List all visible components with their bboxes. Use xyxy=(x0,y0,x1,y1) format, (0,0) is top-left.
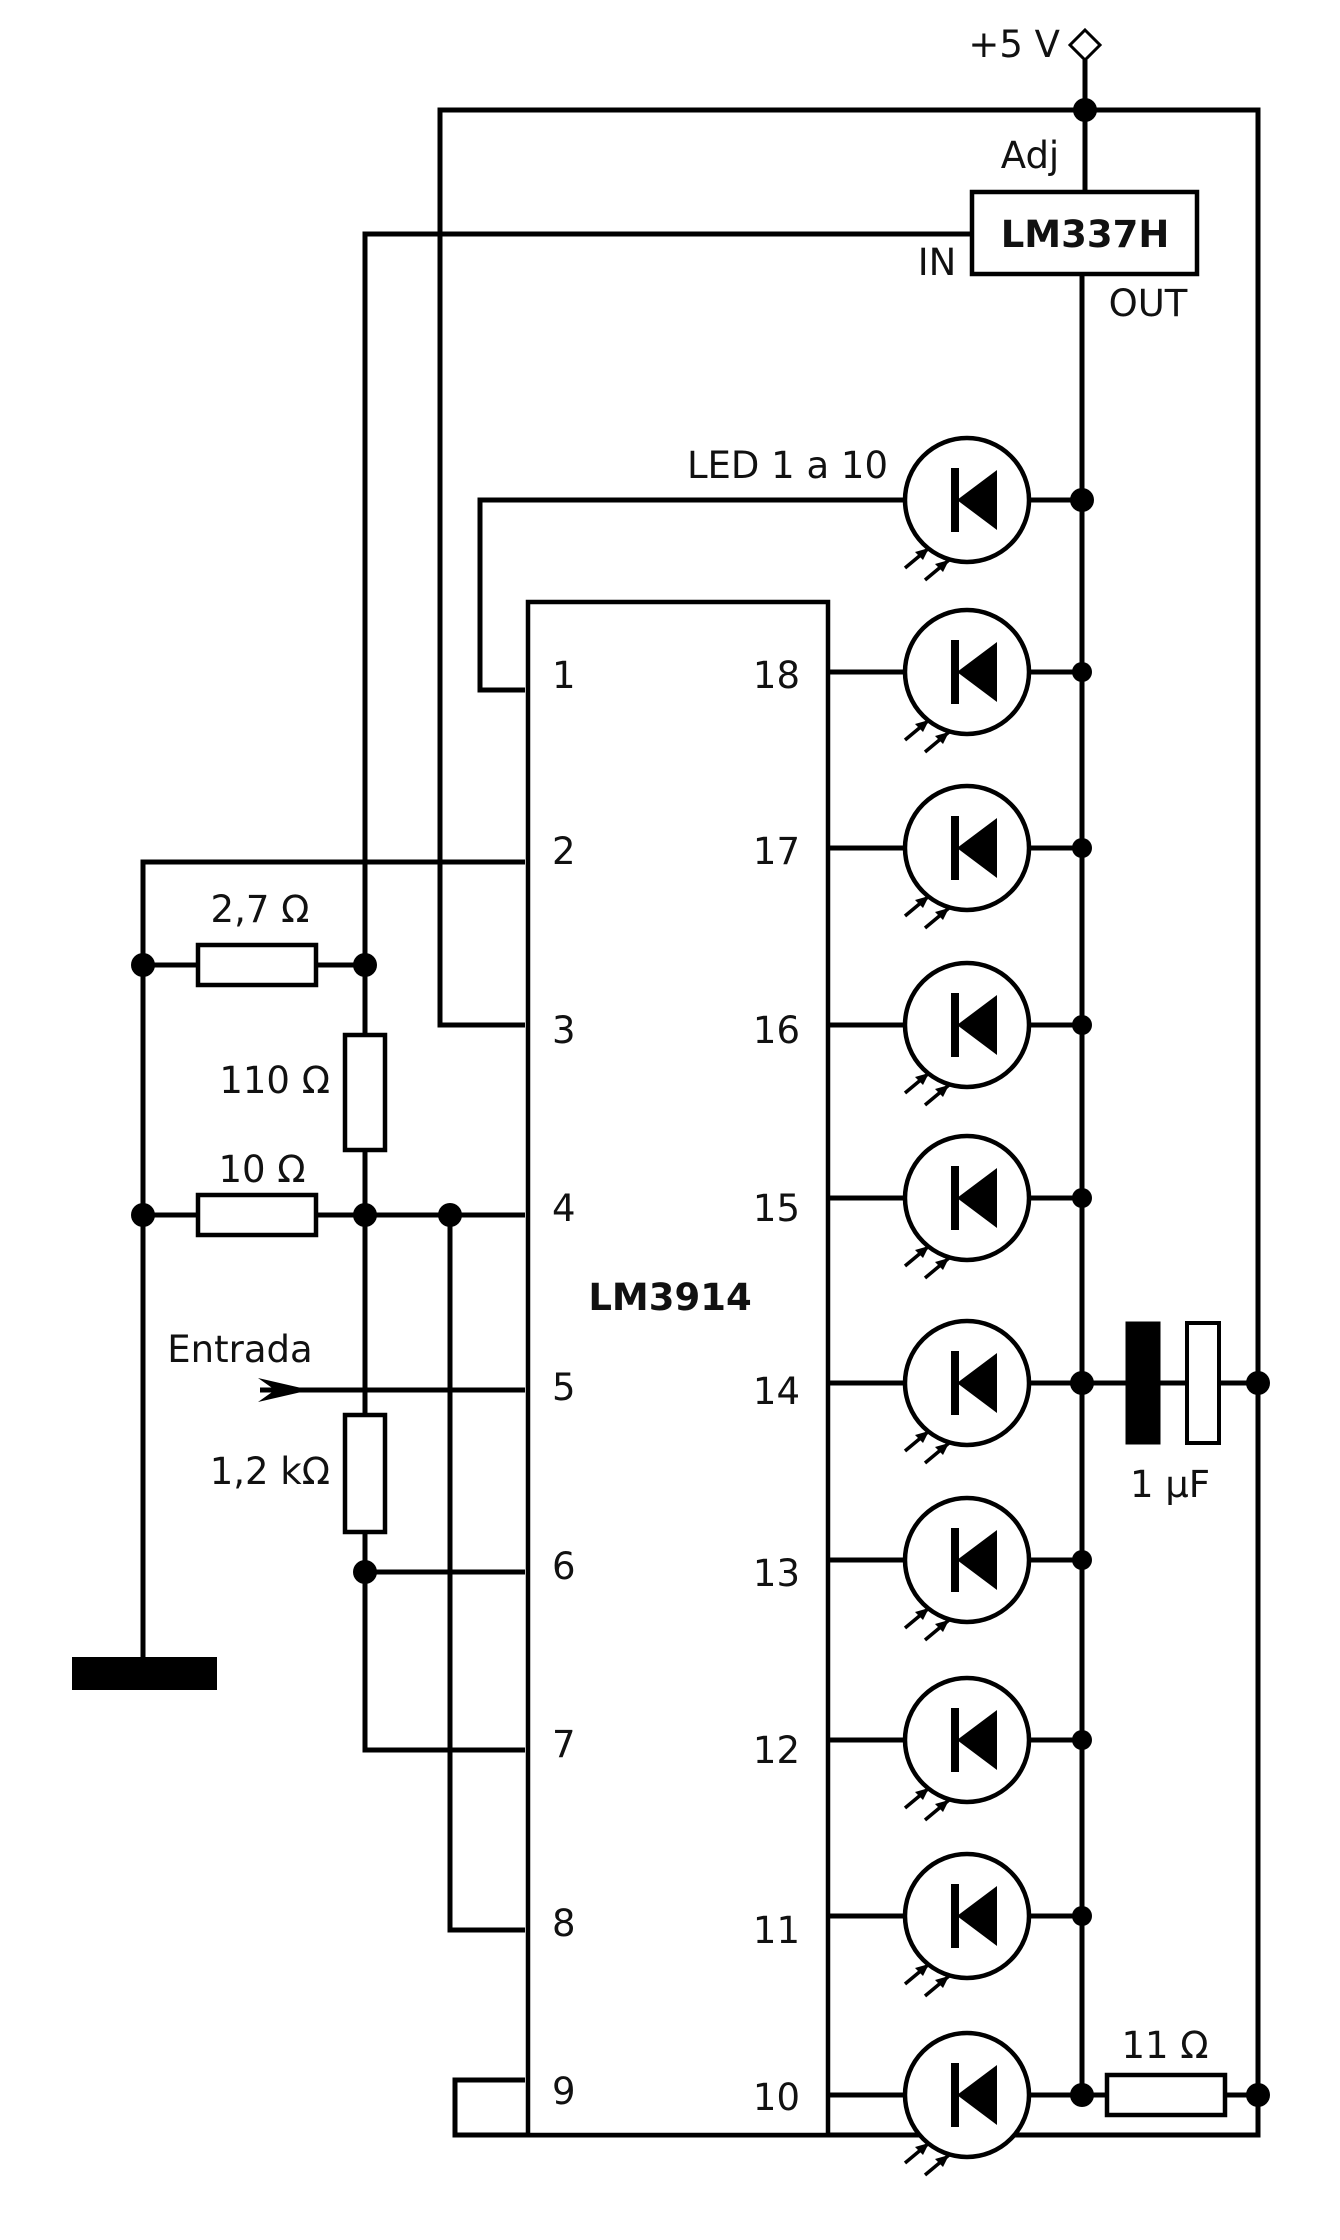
ic-pin-17: 17 xyxy=(753,830,800,873)
resistor-2-7-ohm xyxy=(195,942,319,988)
resistor-11-label: 11 Ω xyxy=(1121,2024,1208,2067)
resistor-1-2k-ohm xyxy=(342,1412,388,1535)
ic-pin-15: 15 xyxy=(753,1187,800,1230)
led-3 xyxy=(905,786,1029,928)
ic-pin-7: 7 xyxy=(552,1723,576,1766)
ic-pin-12: 12 xyxy=(753,1729,800,1772)
led-1 xyxy=(905,438,1029,580)
led-10 xyxy=(905,2033,1029,2175)
ground-symbol xyxy=(72,1657,217,1690)
led-6 xyxy=(905,1321,1029,1463)
regulator-adj-label: Adj xyxy=(1001,134,1059,177)
ic-pin-18: 18 xyxy=(753,654,800,697)
junction-dots xyxy=(131,98,1270,2107)
ic-pin-2: 2 xyxy=(552,830,576,873)
led-2 xyxy=(905,610,1029,752)
ic-pin-13: 13 xyxy=(753,1552,800,1595)
regulator-in-label: IN xyxy=(918,241,957,284)
led-4 xyxy=(905,963,1029,1105)
led-5 xyxy=(905,1136,1029,1278)
resistor-110-label: 110 Ω xyxy=(219,1059,330,1102)
ic-pin-8: 8 xyxy=(552,1902,576,1945)
ic-pin-4: 4 xyxy=(552,1187,576,1230)
ic-pin-6: 6 xyxy=(552,1545,576,1588)
input-arrow: Entrada xyxy=(167,1328,313,1402)
resistor-1-2k-label: 1,2 kΩ xyxy=(210,1450,330,1493)
led-label: LED 1 a 10 xyxy=(687,444,888,487)
capacitor-1uf: 1 μF xyxy=(1125,1321,1221,1506)
ic-pin-1: 1 xyxy=(552,654,576,697)
ic-pin-9: 9 xyxy=(552,2070,576,2113)
ic-lm3914: LM3914 1 2 3 4 5 6 7 8 9 18 17 16 15 14 … xyxy=(525,599,831,2138)
resistor-10-ohm xyxy=(195,1192,319,1238)
led-7 xyxy=(905,1498,1029,1640)
ic-pin-14: 14 xyxy=(753,1370,800,1413)
led-8 xyxy=(905,1678,1029,1820)
resistor-2-7-label: 2,7 Ω xyxy=(211,888,310,931)
led-9 xyxy=(905,1854,1029,1996)
led-array: LED 1 a 10 xyxy=(687,438,1029,2175)
regulator-lm337h: LM337H Adj IN OUT xyxy=(918,134,1200,325)
ic-pin-3: 3 xyxy=(552,1009,576,1052)
resistors: 2,7 Ω 110 Ω 10 Ω 1,2 kΩ 11 Ω xyxy=(195,888,1228,2118)
ic-pin-10: 10 xyxy=(753,2076,800,2119)
ic-pin-5: 5 xyxy=(552,1366,576,1409)
regulator-name: LM337H xyxy=(1001,213,1170,256)
supply-label: +5 V xyxy=(968,23,1060,66)
regulator-out-label: OUT xyxy=(1109,282,1188,325)
wires xyxy=(140,60,1261,2138)
resistor-11-ohm xyxy=(1104,2072,1228,2118)
ic-pin-11: 11 xyxy=(753,1909,800,1952)
capacitor-label: 1 μF xyxy=(1130,1463,1210,1506)
ic-pin-16: 16 xyxy=(753,1009,800,1052)
resistor-10-label: 10 Ω xyxy=(218,1148,305,1191)
input-label: Entrada xyxy=(167,1328,312,1371)
resistor-110-ohm xyxy=(342,1032,388,1153)
ic-name: LM3914 xyxy=(588,1276,751,1319)
supply-terminal: +5 V xyxy=(968,23,1103,66)
